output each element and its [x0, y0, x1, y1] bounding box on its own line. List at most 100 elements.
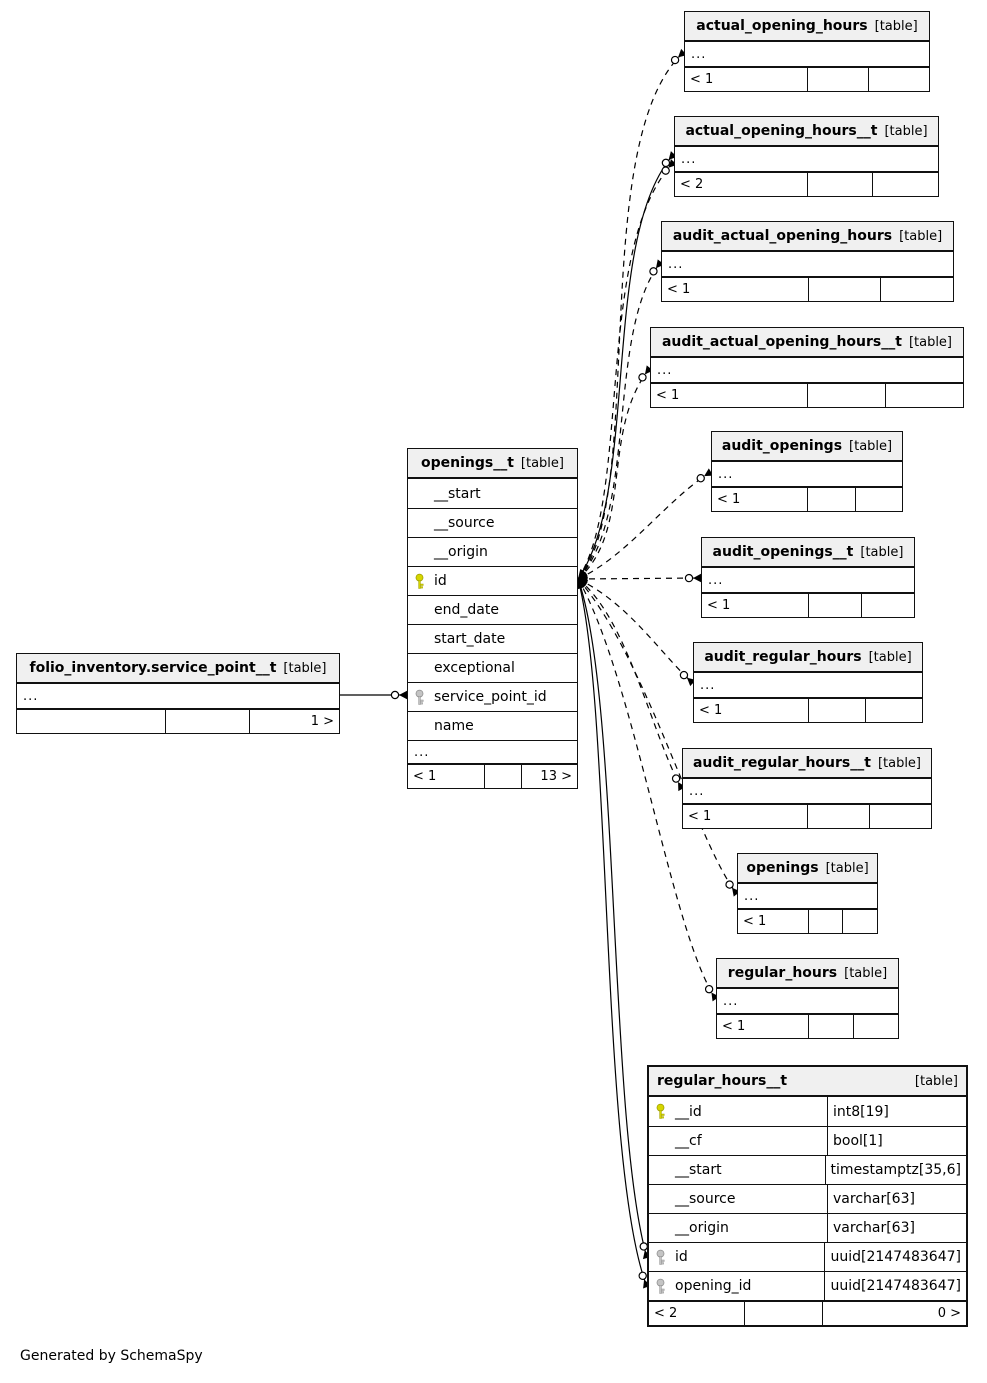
footer-spacer	[807, 68, 868, 91]
column-name: exceptional	[434, 660, 515, 676]
table-header[interactable]: audit_regular_hours [table]	[694, 643, 922, 673]
columns-ellipsis: ...	[691, 46, 707, 62]
table-name: audit_openings__t	[712, 544, 854, 560]
table-header[interactable]: audit_regular_hours__t [table]	[683, 749, 931, 779]
columns-ellipsis: ...	[23, 688, 39, 704]
table-header[interactable]: openings [table]	[738, 854, 877, 884]
edge-openings_t-openings	[577, 578, 741, 897]
edge-openings_t-audit_actual_opening_hours	[577, 259, 665, 580]
column-row: end_date	[408, 595, 577, 624]
column-type: uuid[2147483647]	[830, 1278, 961, 1294]
edge-openings_t-audit_regular_hours	[577, 578, 696, 687]
edge-openings_t-audit_actual_opening_hours__t	[577, 365, 654, 580]
footer-spacer	[807, 805, 869, 828]
columns-ellipsis: ...	[657, 362, 673, 378]
table-name: actual_opening_hours__t	[685, 123, 878, 139]
footer-out-count	[869, 805, 931, 828]
columns-ellipsis: ...	[723, 993, 739, 1009]
footer-in-count	[17, 710, 165, 733]
footer-out-count	[885, 384, 963, 407]
table-header[interactable]: audit_actual_opening_hours__t [table]	[651, 328, 963, 358]
footer-spacer	[744, 1302, 822, 1325]
column-row: __origin varchar[63]	[649, 1213, 966, 1242]
table-tag: [table]	[874, 18, 918, 34]
table-tag: [table]	[868, 649, 912, 665]
edge-openings_t-actual_opening_hours	[577, 48, 687, 580]
table-name: folio_inventory.service_point__t	[29, 660, 277, 676]
footer-out-count: 1 >	[248, 710, 339, 733]
footer-out-count	[852, 1015, 898, 1038]
table-footer: < 1	[694, 697, 922, 722]
edge-openings_t-regular_hours__t-id	[577, 578, 652, 1260]
table-footer: < 1	[683, 803, 931, 828]
edge-openings_t-regular_hours__t-opening_id	[577, 578, 651, 1289]
table-header[interactable]: regular_hours [table]	[717, 959, 898, 989]
column-row: __start	[408, 479, 577, 508]
edge-openings_t-regular_hours	[577, 578, 720, 1002]
column-name: __cf	[675, 1133, 702, 1149]
table-tag: [table]	[884, 123, 928, 139]
column-name: service_point_id	[434, 689, 547, 705]
column-name: end_date	[434, 602, 499, 618]
table-header[interactable]: audit_openings [table]	[712, 432, 902, 462]
table-footer: < 1	[685, 66, 929, 91]
footer-out-count: 13 >	[521, 765, 577, 788]
column-name: id	[434, 573, 447, 589]
table-header[interactable]: audit_openings__t [table]	[702, 538, 914, 568]
column-name: name	[434, 718, 474, 734]
column-name: __id	[675, 1103, 702, 1120]
column-row: service_point_id	[408, 682, 577, 711]
table-audit_regular_hours__t: audit_regular_hours__t [table] ... < 1	[682, 748, 932, 829]
primary-key-icon	[649, 1103, 675, 1120]
column-row: exceptional	[408, 653, 577, 682]
columns-ellipsis: ...	[408, 740, 577, 763]
column-type: varchar[63]	[833, 1220, 915, 1236]
footer-in-count: < 1	[717, 492, 741, 507]
generated-by-note: Generated by SchemaSpy	[20, 1348, 203, 1364]
footer-in-count: < 1	[690, 72, 714, 87]
table-folio_inventory-service_point__t: folio_inventory.service_point__t [table]…	[16, 653, 340, 734]
footer-spacer	[484, 765, 521, 788]
column-name: __origin	[675, 1220, 729, 1236]
table-tag: [table]	[825, 860, 869, 876]
table-name: audit_regular_hours__t	[692, 755, 871, 771]
table-tag: [table]	[914, 1073, 958, 1089]
table-tag: [table]	[877, 755, 922, 771]
table-header[interactable]: regular_hours__t [table]	[649, 1067, 966, 1097]
table-tag: [table]	[844, 965, 888, 981]
columns-ellipsis: ...	[708, 572, 724, 588]
footer-spacer	[807, 910, 843, 933]
footer-in-count: < 1	[743, 914, 767, 929]
column-row: __origin	[408, 537, 577, 566]
columns-ellipsis: ...	[668, 256, 684, 272]
table-openings__t: openings__t [table] __start __source __o…	[407, 448, 578, 789]
column-name: __source	[675, 1191, 736, 1207]
table-name: regular_hours	[727, 965, 838, 981]
table-audit_openings__t: audit_openings__t [table] ... < 1	[701, 537, 915, 618]
columns-ellipsis: ...	[700, 677, 716, 693]
column-row: start_date	[408, 624, 577, 653]
table-footer: < 1	[702, 592, 914, 617]
footer-out-count	[861, 594, 914, 617]
table-header[interactable]: folio_inventory.service_point__t [table]	[17, 654, 339, 684]
table-audit_actual_opening_hours: audit_actual_opening_hours [table] ... <…	[661, 221, 954, 302]
footer-in-count: < 1	[699, 703, 723, 718]
table-footer: < 1	[651, 382, 963, 407]
table-header[interactable]: actual_opening_hours__t [table]	[675, 117, 938, 147]
footer-in-count: < 1	[656, 388, 680, 403]
table-header[interactable]: audit_actual_opening_hours [table]	[662, 222, 953, 252]
columns-ellipsis: ...	[689, 783, 705, 799]
table-tag: [table]	[849, 438, 893, 454]
table-header[interactable]: openings__t [table]	[408, 449, 577, 479]
table-actual_opening_hours: actual_opening_hours [table] ... < 1	[684, 11, 930, 92]
table-name: audit_actual_opening_hours	[672, 228, 893, 244]
footer-spacer	[806, 173, 873, 196]
table-audit_actual_opening_hours__t: audit_actual_opening_hours__t [table] ..…	[650, 327, 964, 408]
foreign-key-icon	[408, 689, 434, 706]
column-row: name	[408, 711, 577, 740]
primary-key-icon	[408, 573, 434, 590]
table-footer: 1 >	[17, 708, 339, 733]
table-header[interactable]: actual_opening_hours [table]	[685, 12, 929, 42]
table-name: audit_openings	[721, 438, 843, 454]
